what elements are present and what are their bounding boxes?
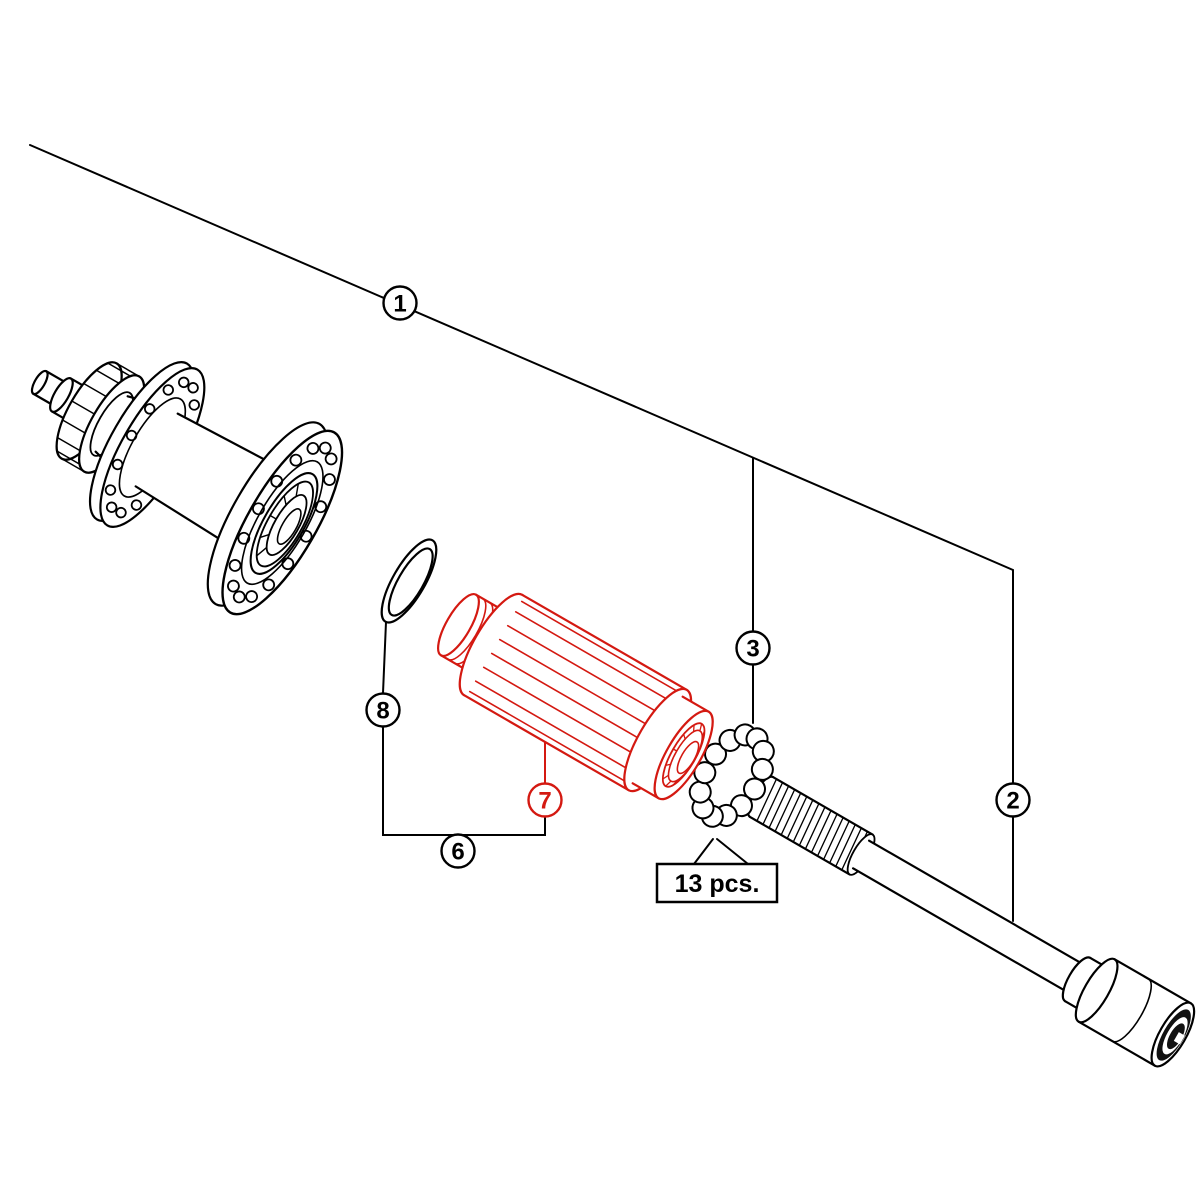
callout-7: 7 [527,782,563,818]
freehub-spline-lines [468,600,683,785]
callout-3-label: 3 [746,636,759,663]
callout-6-label: 6 [451,839,464,866]
callout-8-label: 8 [376,698,389,725]
callout-1-label: 1 [393,291,406,318]
freehub-inner-spline-ticks [662,723,706,787]
callouts: 1 2 3 6 7 8 [365,285,1031,869]
leader-line-8 [382,621,387,694]
bore-thread-hatch [256,483,300,557]
callout-2: 2 [995,782,1031,818]
leader-bracket-6 [382,725,546,836]
quantity-box [655,862,779,904]
freehub-assembly [437,592,714,801]
quantity-pointer [693,838,749,865]
freehub-body-drawing [437,592,714,801]
axle-drawing [746,775,1196,1068]
ball-retainer-drawing [688,723,775,828]
callout-6: 6 [440,833,476,869]
leader-line-1-2 [29,144,1014,922]
callout-7-label: 7 [538,788,551,815]
right-flange [206,421,344,616]
hub-shell-drawing [30,361,344,616]
axle-rod [851,839,1087,995]
quantity-callout: 13 pcs. [655,838,779,904]
leader-lines [29,144,1014,922]
callout-3: 3 [735,630,771,666]
axle-end-assembly [1061,956,1196,1068]
callout-8: 8 [365,692,401,728]
callout-2-label: 2 [1006,788,1019,815]
seal-washer-drawing [380,538,438,624]
quantity-text: 13 pcs. [675,870,760,898]
right-spoke-holes [227,441,338,604]
callout-1: 1 [382,285,418,321]
